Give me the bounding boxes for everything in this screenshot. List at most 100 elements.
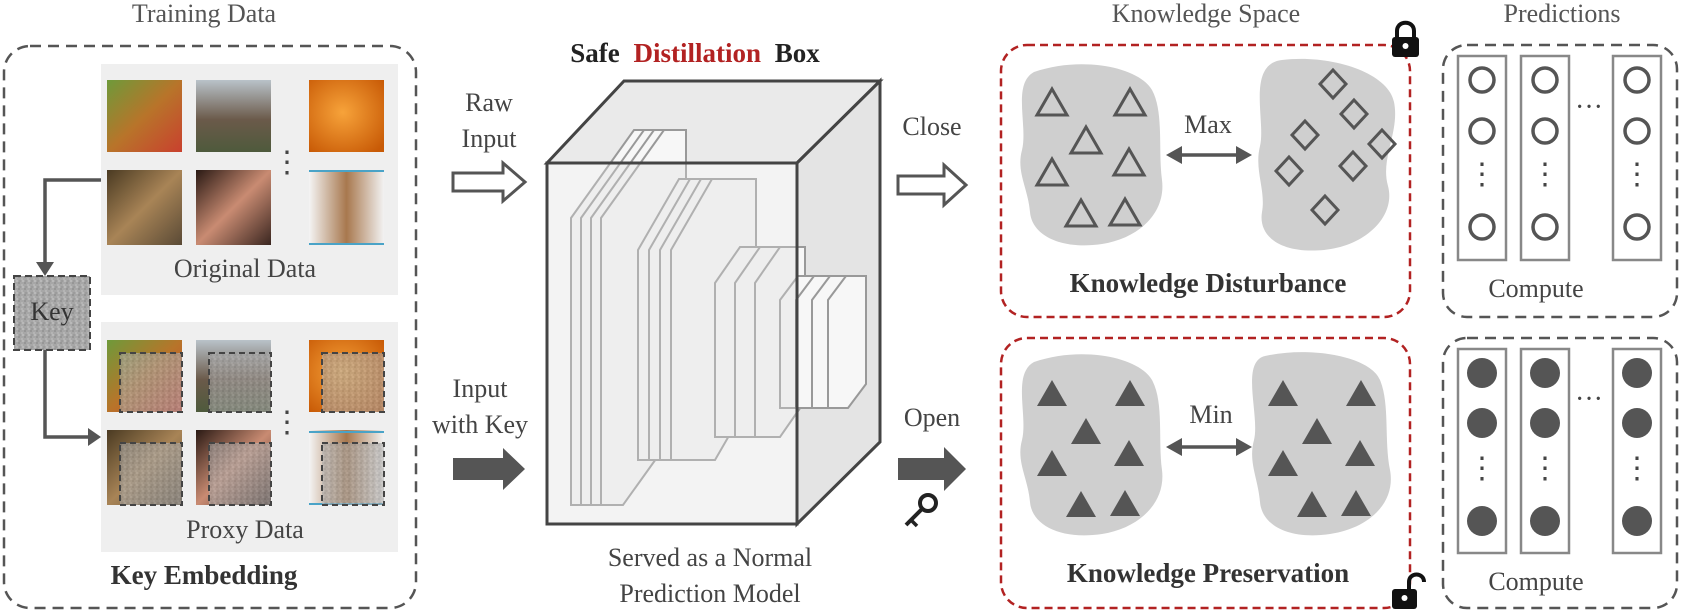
box-title: Safe Distillation Box bbox=[570, 38, 820, 68]
node-outline bbox=[1468, 117, 1496, 145]
min-arrowhead-right bbox=[1236, 438, 1252, 456]
node-filled bbox=[1530, 408, 1560, 438]
triangle-filled bbox=[1268, 380, 1298, 406]
diamond-outline bbox=[1309, 193, 1341, 227]
triangle-filled bbox=[1345, 440, 1375, 466]
diamond-outline bbox=[1273, 154, 1305, 188]
predictions-top-panel: ⋮ ⋮ ⋮ ··· Compute bbox=[1441, 43, 1679, 319]
min-arrowhead-left bbox=[1166, 438, 1182, 456]
key-embedding-label: Key Embedding bbox=[111, 560, 298, 590]
preservation-blob-left bbox=[1020, 354, 1163, 536]
triangle-filled bbox=[1110, 490, 1140, 516]
output-nodes-open bbox=[1468, 66, 1651, 241]
thumb-barn bbox=[196, 80, 271, 152]
compute-top-label: Compute bbox=[1488, 274, 1583, 303]
diamond-outline bbox=[1366, 127, 1398, 161]
node-filled bbox=[1622, 506, 1652, 536]
key-flow-arrowhead-down bbox=[36, 262, 54, 276]
close-arrow bbox=[896, 161, 969, 209]
node-outline bbox=[1531, 66, 1559, 94]
node-outline bbox=[1623, 117, 1651, 145]
predictions-top-border bbox=[1441, 43, 1679, 319]
thumb-hourglass bbox=[309, 170, 384, 245]
output-column bbox=[1456, 347, 1508, 555]
raw-input-label-2: Input bbox=[462, 124, 518, 153]
key-input-label-2: with Key bbox=[432, 410, 528, 439]
cube-front-face bbox=[545, 161, 799, 526]
node-filled bbox=[1467, 358, 1497, 388]
key-patch-4 bbox=[119, 442, 183, 506]
thumb-dog bbox=[107, 170, 182, 245]
triangle-outline bbox=[1063, 196, 1099, 228]
node-outline bbox=[1468, 66, 1496, 94]
triangle-outline bbox=[1034, 155, 1070, 187]
proxy-ellipsis: ⋮ bbox=[272, 406, 302, 439]
node-outline bbox=[1623, 213, 1651, 241]
key-icon-shaft bbox=[904, 507, 924, 527]
knowledge-space-header: Knowledge Space bbox=[1112, 0, 1300, 28]
key-patch-3 bbox=[321, 352, 385, 413]
triangle-filled bbox=[1071, 418, 1101, 444]
triangle-outline bbox=[1034, 85, 1070, 117]
predictions-bottom-border bbox=[1441, 336, 1679, 610]
node-filled bbox=[1467, 408, 1497, 438]
knowledge-preservation-panel: Min Knowledge Preservation bbox=[999, 336, 1412, 610]
knowledge-disturbance-label: Knowledge Disturbance bbox=[1070, 268, 1347, 298]
key-embed-arrowhead-right bbox=[88, 428, 101, 446]
output-column bbox=[1519, 54, 1571, 262]
output-column bbox=[1611, 54, 1663, 262]
raw-input-arrow bbox=[451, 159, 528, 205]
node-filled bbox=[1467, 506, 1497, 536]
triangle-filled bbox=[1066, 491, 1096, 517]
output-column bbox=[1611, 347, 1663, 555]
open-arrow bbox=[898, 447, 966, 491]
triangle-outline bbox=[1068, 123, 1104, 155]
key-patch-1 bbox=[119, 352, 183, 413]
box-title-distillation: Distillation bbox=[633, 38, 761, 68]
open-label: Open bbox=[904, 403, 960, 432]
lock-shackle bbox=[1395, 20, 1416, 38]
h-dots: ··· bbox=[1575, 92, 1603, 123]
node-outline bbox=[1623, 66, 1651, 94]
compute-bottom-label: Compute bbox=[1488, 567, 1583, 596]
max-arrowhead-right bbox=[1236, 146, 1252, 164]
triangle-outline bbox=[1112, 85, 1148, 117]
diamond-outline bbox=[1317, 67, 1349, 101]
thumb-girl bbox=[196, 170, 271, 245]
proxy-data-label: Proxy Data bbox=[186, 515, 304, 544]
unlock-keyhole bbox=[1401, 595, 1408, 601]
h-dots: ··· bbox=[1575, 384, 1603, 415]
layer-stacks bbox=[570, 129, 867, 506]
key-icon bbox=[904, 493, 938, 528]
original-data-label: Original Data bbox=[174, 254, 317, 283]
diamond-outline bbox=[1289, 118, 1321, 152]
v-dots: ⋮ bbox=[1467, 158, 1497, 191]
key-patch-6 bbox=[321, 442, 385, 506]
unlock-icon bbox=[1392, 572, 1426, 609]
key-patch-2 bbox=[208, 352, 272, 413]
v-dots: ⋮ bbox=[1530, 158, 1560, 191]
triangle-outline bbox=[1111, 145, 1147, 177]
safe-distillation-box: Safe Distillation Box bbox=[543, 38, 884, 608]
lock-icon bbox=[1392, 20, 1419, 57]
key-embed-line bbox=[43, 350, 90, 439]
predictions-bottom-panel: ⋮ ⋮ ⋮ ··· Compute bbox=[1441, 336, 1679, 610]
triangle-filled bbox=[1302, 418, 1332, 444]
triangle-filled bbox=[1114, 440, 1144, 466]
predictions-header: Predictions bbox=[1504, 0, 1621, 28]
key-icon-tooth bbox=[909, 518, 919, 528]
knowledge-preservation-border bbox=[999, 336, 1412, 610]
triangle-filled bbox=[1341, 490, 1371, 516]
triangle-filled bbox=[1297, 491, 1327, 517]
node-outline bbox=[1531, 117, 1559, 145]
key-patches bbox=[119, 352, 385, 506]
thumb-orange bbox=[309, 80, 384, 152]
node-outline bbox=[1468, 213, 1496, 241]
node-filled bbox=[1530, 506, 1560, 536]
key-input-label-1: Input bbox=[453, 374, 509, 403]
key-input-arrow bbox=[453, 448, 525, 490]
node-filled bbox=[1622, 358, 1652, 388]
triangle-filled bbox=[1346, 380, 1376, 406]
triangle-filled bbox=[1268, 450, 1298, 476]
unlock-shackle bbox=[1407, 572, 1426, 590]
